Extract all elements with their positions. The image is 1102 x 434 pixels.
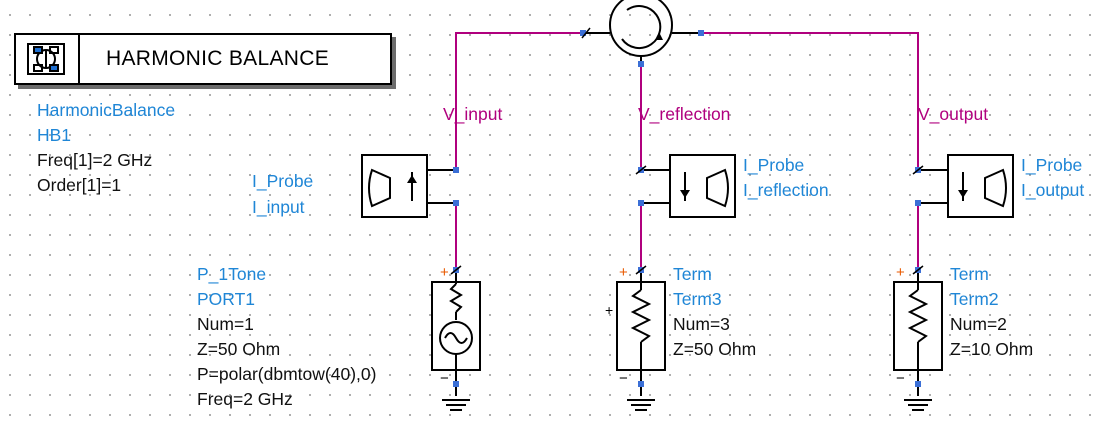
harmonic-balance-icon <box>16 35 80 83</box>
wires <box>455 32 919 270</box>
hb-component-name: HarmonicBalance <box>37 100 176 120</box>
term3-symbol <box>616 270 666 411</box>
probe-input-type: I_Probe <box>252 171 314 191</box>
circulator <box>584 0 701 64</box>
term3-minus-marker: − <box>619 370 628 387</box>
term2-minus-marker: − <box>896 370 905 387</box>
term3-num-param: Num=3 <box>673 314 730 334</box>
probe-output-type: I_Probe <box>1021 155 1083 175</box>
probe-reflection <box>641 154 736 218</box>
probe-output-name: I_output <box>1021 180 1085 200</box>
probe-reflection-type: I_Probe <box>743 155 805 175</box>
probe-reflection-name: I_reflection <box>743 180 829 200</box>
banner-title: HARMONIC BALANCE <box>106 47 330 70</box>
term2-z-param: Z=10 Ohm <box>950 339 1034 359</box>
probe-output <box>918 154 1014 218</box>
term2-component-name: Term <box>950 264 989 284</box>
node-label-output: V_output <box>918 104 989 124</box>
wire-input-top <box>455 32 584 170</box>
hb-instance-name: HB1 <box>37 125 72 145</box>
term3-instance-name: Term3 <box>673 289 722 309</box>
hb-order-param: Order[1]=1 <box>37 175 122 195</box>
term2-instance-name: Term2 <box>950 289 999 309</box>
source-num-param: Num=1 <box>197 314 254 334</box>
source-port1 <box>431 270 481 411</box>
wire-circulator-right <box>701 32 919 170</box>
source-freq-param: Freq=2 GHz <box>197 389 293 409</box>
term3-plus-marker: + <box>619 264 628 281</box>
probe-input <box>361 154 456 218</box>
harmonic-balance-controller[interactable]: HARMONIC BALANCE <box>14 33 392 85</box>
source-component-name: P_1Tone <box>197 264 267 284</box>
probe-input-name: I_input <box>252 197 305 217</box>
term2-plus-marker: + <box>896 264 905 281</box>
source-power-param: P=polar(dbmtow(40),0) <box>197 364 377 384</box>
source-plus-marker: + <box>440 264 449 281</box>
node-label-input: V_input <box>443 104 503 124</box>
term3-z-param: Z=50 Ohm <box>673 339 757 359</box>
stray-plus-marker: + <box>605 302 614 318</box>
source-minus-marker: − <box>440 370 449 387</box>
source-z-param: Z=50 Ohm <box>197 339 281 359</box>
term3-component-name: Term <box>673 264 712 284</box>
node-label-reflection: V_reflection <box>638 104 731 124</box>
source-instance-name: PORT1 <box>197 289 256 309</box>
hb-freq-param: Freq[1]=2 GHz <box>37 150 153 170</box>
term2-num-param: Num=2 <box>950 314 1007 334</box>
wire-ticks <box>450 27 924 275</box>
term2-symbol <box>893 270 943 411</box>
